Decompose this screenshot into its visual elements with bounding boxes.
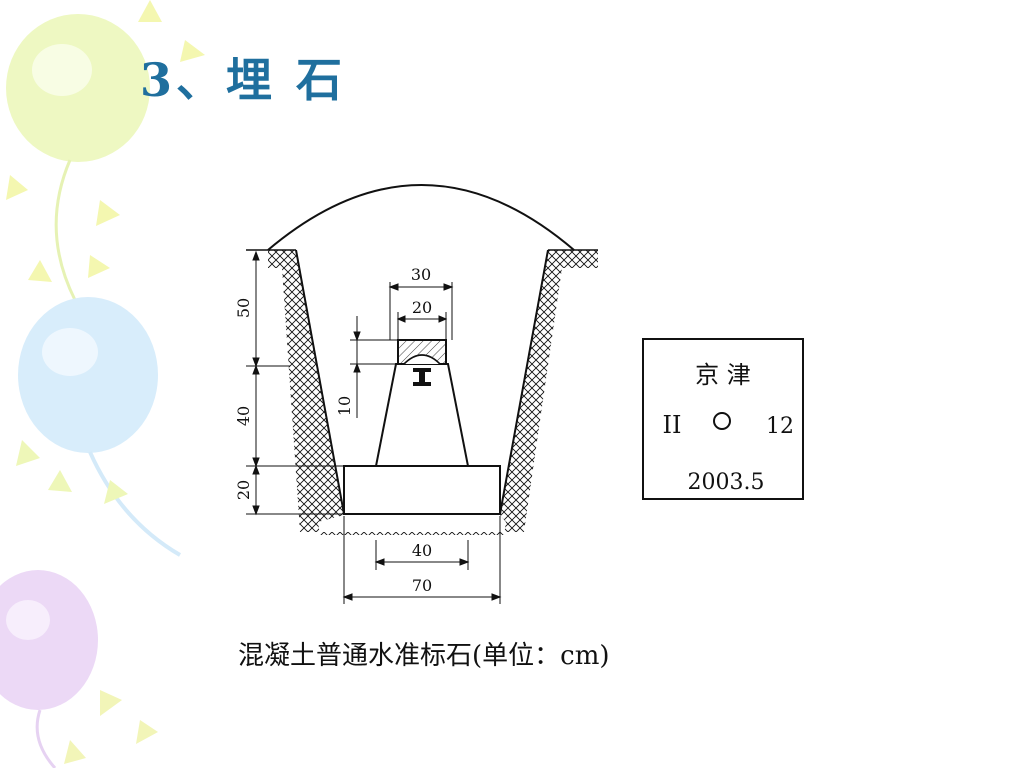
marker-plate-date: 2003.5 <box>688 470 765 495</box>
dim-label-depth-middle: 40 <box>234 406 253 426</box>
blue-balloon <box>16 297 182 557</box>
purple-balloon <box>0 570 158 768</box>
pit-walls <box>295 249 549 515</box>
marker-plate: 京 津 II 12 2003.5 <box>642 338 804 500</box>
marker-circle-icon <box>713 412 731 430</box>
concrete-base <box>343 465 501 515</box>
marker-plate-grade: II <box>663 411 682 439</box>
dim-label-base-inner-width: 40 <box>412 541 432 560</box>
dim-label-depth-upper: 50 <box>234 298 253 318</box>
dim-label-depth-base: 20 <box>234 480 253 500</box>
i-beam-mark <box>413 368 431 386</box>
stone-pillar <box>374 363 470 467</box>
cap-dome <box>403 354 441 365</box>
marker-plate-name: 京 津 <box>695 361 751 389</box>
dim-label-cap-height: 10 <box>335 396 354 416</box>
dome-cover <box>267 184 575 251</box>
dimension-lines <box>246 250 502 604</box>
dim-label-top-width: 30 <box>411 265 431 284</box>
dim-label-base-width: 70 <box>412 576 432 595</box>
slide-title: 3、埋 石 <box>140 53 347 107</box>
yellow-balloon <box>6 0 205 421</box>
dim-label-inner-width: 20 <box>412 298 432 317</box>
diagram-caption: 混凝土普通水准标石(单位：cm) <box>238 641 610 671</box>
marker-plate-number: 12 <box>766 414 794 439</box>
